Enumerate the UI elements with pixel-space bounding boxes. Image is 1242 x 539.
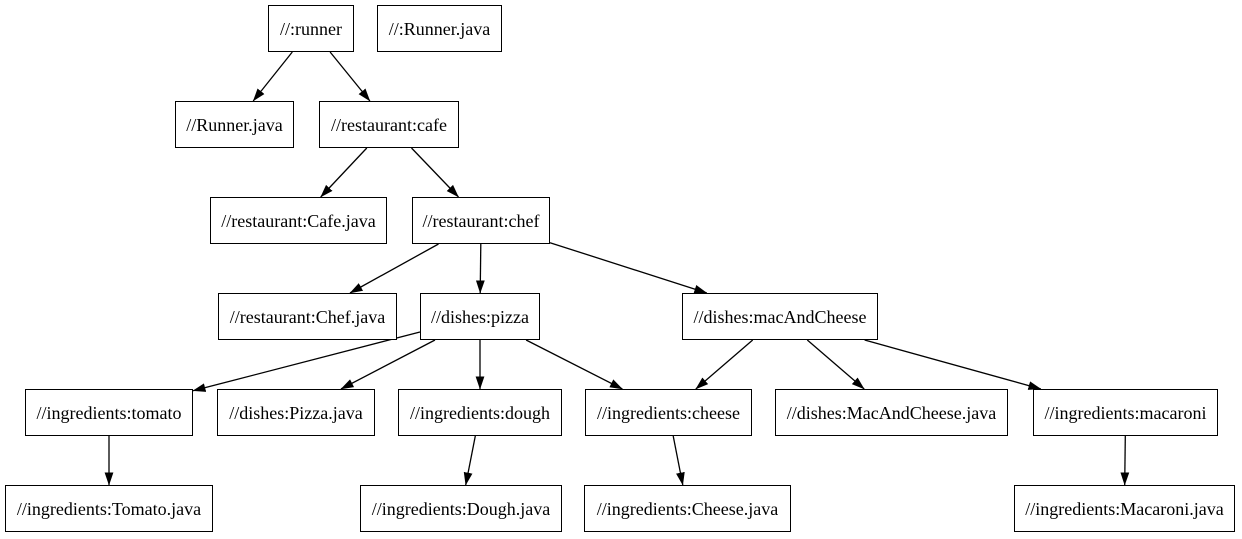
- node-label: //dishes:MacAndCheese.java: [786, 402, 997, 423]
- node-chef-java: //restaurant:Chef.java: [218, 293, 397, 340]
- node-macaroni-java: //ingredients:Macaroni.java: [1014, 485, 1235, 532]
- node-label: //restaurant:Cafe.java: [221, 210, 376, 231]
- node-label: //ingredients:macaroni: [1044, 402, 1207, 423]
- edge-mac-and-cheese-to-mac-java: [806, 339, 865, 390]
- node-label: //ingredients:Tomato.java: [16, 498, 202, 519]
- edge-dough-to-dough-java: [463, 435, 476, 486]
- node-label: //dishes:Pizza.java: [229, 402, 363, 423]
- node-cheese: //ingredients:cheese: [585, 389, 752, 436]
- edge-runner-to-runner-java: [252, 51, 293, 102]
- node-label: //ingredients:dough: [410, 402, 550, 423]
- edge-chef-to-mac-and-cheese: [549, 242, 708, 294]
- node-label: //dishes:pizza: [431, 306, 529, 327]
- node-label: //Runner.java: [186, 114, 283, 135]
- node-label: //ingredients:Macaroni.java: [1025, 498, 1224, 519]
- edge-cafe-to-cafe-java: [320, 147, 368, 198]
- node-pizza: //dishes:pizza: [420, 293, 540, 340]
- node-tomato: //ingredients:tomato: [25, 389, 193, 436]
- node-mac-java: //dishes:MacAndCheese.java: [775, 389, 1008, 436]
- node-label: //ingredients:cheese: [597, 402, 740, 423]
- node-macaroni: //ingredients:macaroni: [1033, 389, 1218, 436]
- node-cafe-java: //restaurant:Cafe.java: [210, 197, 387, 244]
- edge-cheese-to-cheese-java: [672, 435, 685, 486]
- node-runner: //:runner: [268, 5, 354, 52]
- node-dough-java: //ingredients:Dough.java: [360, 485, 562, 532]
- node-chef: //restaurant:chef: [412, 197, 550, 244]
- node-tomato-java: //ingredients:Tomato.java: [5, 485, 213, 532]
- node-label: //:runner: [280, 18, 342, 39]
- edge-chef-to-pizza: [475, 243, 485, 294]
- edge-mac-and-cheese-to-cheese: [695, 339, 754, 390]
- node-label: //ingredients:tomato: [36, 402, 182, 423]
- node-label: //restaurant:cafe: [331, 114, 447, 135]
- node-pizza-java: //dishes:Pizza.java: [217, 389, 375, 436]
- node-runner-java: //Runner.java: [175, 101, 294, 148]
- edge-macaroni-to-macaroni-java: [1120, 435, 1130, 486]
- node-label: //ingredients:Dough.java: [371, 498, 551, 519]
- node-label: //:Runner.java: [388, 18, 491, 39]
- node-label: //ingredients:Cheese.java: [596, 498, 779, 519]
- node-label: //restaurant:chef: [422, 210, 540, 231]
- edge-pizza-to-cheese: [525, 339, 623, 390]
- node-dough: //ingredients:dough: [398, 389, 562, 436]
- edge-pizza-to-tomato: [192, 331, 421, 392]
- node-label: //restaurant:Chef.java: [229, 306, 386, 327]
- node-runner-java-root: //:Runner.java: [377, 5, 502, 52]
- edge-pizza-to-pizza-java: [340, 339, 436, 390]
- edge-runner-to-cafe: [329, 51, 371, 102]
- edge-chef-to-chef-java: [349, 243, 439, 294]
- node-label: //dishes:macAndCheese: [693, 306, 867, 327]
- node-mac-and-cheese: //dishes:macAndCheese: [682, 293, 878, 340]
- node-cheese-java: //ingredients:Cheese.java: [584, 485, 791, 532]
- edge-mac-and-cheese-to-macaroni: [864, 339, 1042, 390]
- node-cafe: //restaurant:cafe: [319, 101, 459, 148]
- edge-cafe-to-chef: [411, 147, 459, 198]
